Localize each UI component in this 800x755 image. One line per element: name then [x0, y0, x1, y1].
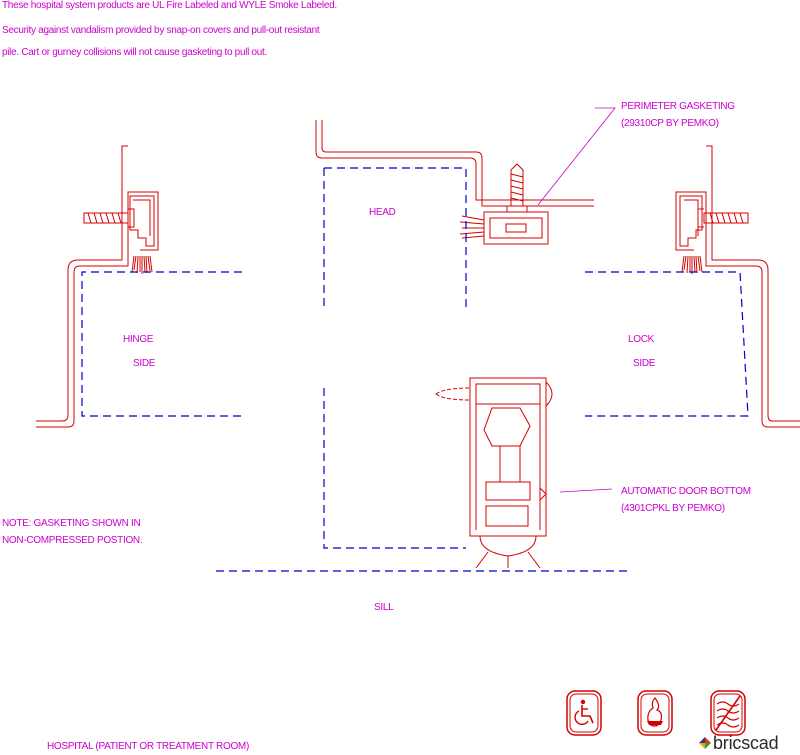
hinge-frame-inner: [36, 145, 128, 422]
head-gasket-carrier: [483, 211, 549, 245]
head-frame-inner: [321, 120, 594, 207]
hinge-screw: [83, 208, 135, 228]
lock-side-assembly: [675, 145, 800, 428]
gasketing-note-1: NOTE: GASKETING SHOWN IN: [2, 518, 141, 529]
perimeter-leader: [537, 107, 616, 206]
head-door-top: [324, 167, 467, 310]
dashed-door-outlines: [81, 167, 749, 572]
bricscad-logo: bricscad: [697, 732, 779, 753]
bricscad-logo-icon: [699, 737, 711, 749]
smoke-icon: [710, 690, 746, 736]
automatic-door-bottom-label: AUTOMATIC DOOR BOTTOM: [621, 486, 751, 497]
perimeter-gasketing-label: PERIMETER GASKETING: [621, 101, 735, 112]
door-bottom-mechanism: [483, 407, 531, 447]
lock-brush-pile: [681, 255, 703, 274]
door-bottom-seal: [479, 535, 537, 557]
note-line-2: Security against vandalism provided by s…: [2, 25, 320, 36]
head-frame-outline: [315, 120, 594, 201]
perimeter-gasketing-model: (29310CP BY PEMKO): [621, 118, 719, 129]
sill-label: SILL: [374, 602, 394, 613]
head-brush-pile: [459, 215, 485, 239]
head-assembly: [315, 120, 594, 245]
bricscad-brand-text: bricscad: [713, 732, 779, 753]
lock-label: LOCK: [628, 334, 655, 345]
lock-frame-outline: [675, 191, 800, 428]
hinge-door-outline: [81, 271, 242, 417]
note-line-3: pile. Cart or gurney collisions will not…: [2, 47, 268, 58]
adb-leader: [559, 488, 613, 493]
automatic-door-bottom-model: (4301CPKL BY PEMKO): [621, 503, 725, 514]
hinge-label: HINGE: [123, 334, 154, 345]
lock-frame-inner: [706, 145, 800, 422]
hinge-side-label: SIDE: [133, 358, 156, 369]
hinge-side-assembly: [36, 145, 159, 428]
lock-gasket-carrier: [679, 195, 703, 247]
hinge-brush-pile: [131, 255, 153, 274]
hinge-gasket-carrier: [129, 195, 155, 247]
lock-side-label: SIDE: [633, 358, 656, 369]
door-bottom-housing: [469, 377, 547, 537]
gasketing-note-2: NON-COMPRESSED POSTION.: [2, 535, 143, 546]
wheelchair-icon: [566, 690, 602, 736]
fire-icon: [637, 690, 673, 736]
door-body-outline: [323, 388, 466, 549]
hinge-frame-outline: [36, 191, 159, 428]
lock-door-outline: [585, 271, 749, 417]
door-bottom-plunger: [435, 387, 471, 401]
leader-lines: [537, 107, 616, 493]
lock-screw: [697, 208, 749, 228]
door-bottom-assembly: [435, 377, 553, 569]
note-line-1: These hospital system products are UL Fi…: [2, 0, 337, 11]
head-label: HEAD: [369, 207, 396, 218]
footer-caption: HOSPITAL (PATIENT OR TREATMENT ROOM): [47, 741, 249, 752]
head-screw: [506, 163, 528, 213]
